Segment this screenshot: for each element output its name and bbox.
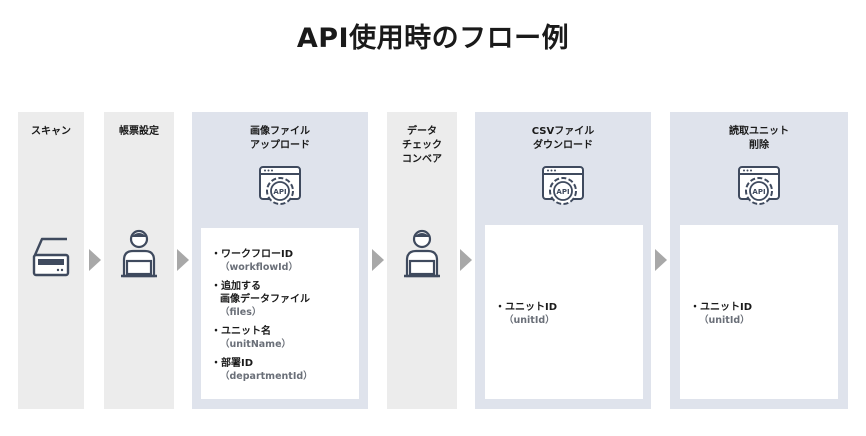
step-scan: スキャン [18,112,84,409]
api-gear-icon: API [259,166,301,205]
step-data-check: データ チェック コンベア [387,112,457,409]
arrow-right-icon [177,249,189,271]
upload-parameters-panel: ・ワークフローID （workflowId） ・追加する 画像データファイル （… [201,228,359,399]
arrow-right-icon [372,249,384,271]
step-delete-unit: 読取ユニット 削除 API ・ユニットID （unitId） [670,112,848,409]
api-icon-label: API [752,188,765,196]
api-gear-icon: API [738,166,780,205]
step-form-settings-label: 帳票設定 [119,126,159,137]
api-icon-label: API [556,188,569,196]
download-parameters-panel: ・ユニットID （unitId） [485,225,643,399]
api-icon-label: API [273,188,286,196]
step-scan-label: スキャン [31,126,71,137]
scanner-icon [32,237,70,277]
page-title: API使用時のフロー例 [296,23,570,54]
param-item: ・ユニットID （unitId） [690,302,753,326]
param-item: ・ユニット名 （unitName） [211,326,292,350]
api-gear-icon: API [542,166,584,205]
delete-parameters-panel: ・ユニットID （unitId） [680,225,838,399]
param-item: ・ユニットID （unitId） [495,302,558,326]
person-laptop-icon [404,229,440,278]
step-csv-download-label: CSVファイル ダウンロード [531,126,595,151]
arrow-right-icon [460,249,472,271]
step-data-check-label: データ チェック コンベア [402,126,442,165]
param-item: ・追加する 画像データファイル （files） [211,281,310,318]
step-form-settings: 帳票設定 [104,112,174,409]
arrow-right-icon [89,249,101,271]
param-item: ・部署ID （departmentId） [211,358,313,382]
step-delete-unit-label: 読取ユニット 削除 [729,126,789,151]
step-image-upload: 画像ファイル アップロード API ・ワークフローID （workflowId）… [192,112,368,409]
person-laptop-icon [121,229,157,278]
step-csv-download: CSVファイル ダウンロード API ・ユニットID （unitId） [475,112,651,409]
step-image-upload-label: 画像ファイル アップロード [250,126,310,151]
arrow-right-icon [655,249,667,271]
param-item: ・ワークフローID （workflowId） [211,249,298,273]
